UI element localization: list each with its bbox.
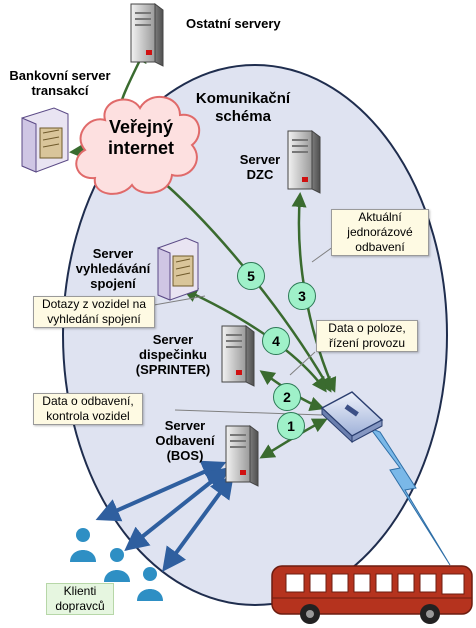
- other-servers-label: Ostatní servery: [186, 16, 281, 31]
- client-arrows: [95, 460, 234, 572]
- bus-icon: [271, 565, 473, 624]
- bank-server-label: Bankovní server transakcí: [9, 68, 111, 98]
- client-person-icon: [70, 528, 96, 562]
- wireless-link-icon: [368, 426, 451, 566]
- client-person-icon: [104, 548, 130, 582]
- dispatch-server-icon: [221, 325, 255, 387]
- public-internet-cloud: [75, 95, 201, 195]
- callout-validation: Data o odbavení, kontrola vozidel: [33, 393, 143, 425]
- callout-fares: Aktuální jednorázové odbavení: [331, 209, 429, 256]
- step-badge-2: 2: [273, 383, 301, 411]
- route-search-server-icon: [157, 237, 199, 301]
- onboard-unit-icon: [320, 391, 384, 444]
- diagram-title: Komunikační schéma: [195, 90, 291, 125]
- bos-server-label: Server Odbavení (BOS): [155, 418, 215, 463]
- callout-queries: Dotazy z vozidel na vyhledání spojení: [33, 296, 155, 328]
- step-badge-1: 1: [277, 412, 305, 440]
- dzc-server-label: Server DZC: [239, 152, 281, 182]
- dispatch-server-label: Server dispečinku (SPRINTER): [135, 332, 211, 377]
- other-servers-icon: [130, 3, 164, 67]
- route-search-server-label: Server vyhledávání spojení: [75, 246, 151, 291]
- step-badge-3: 3: [288, 282, 316, 310]
- step-badge-5: 5: [237, 262, 265, 290]
- dzc-server-icon: [287, 130, 321, 194]
- clients-label: Klienti dopravců: [46, 583, 114, 615]
- callout-position: Data o poloze, řízení provozu: [316, 320, 418, 352]
- client-person-icon: [137, 567, 163, 601]
- cloud-label: Veřejný internet: [107, 117, 174, 158]
- step-badge-4: 4: [262, 327, 290, 355]
- bos-server-icon: [225, 425, 259, 487]
- bank-server-icon: [21, 107, 69, 173]
